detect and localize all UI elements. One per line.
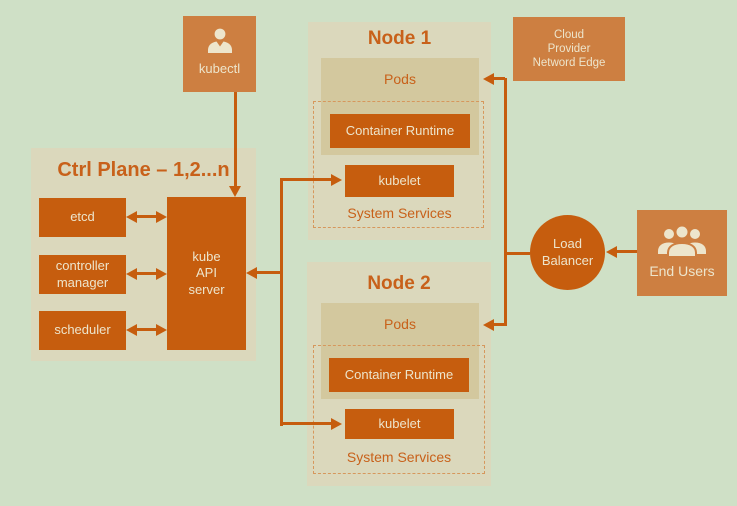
- node2-system-services-label: System Services: [346, 449, 452, 465]
- node1-pods-label: Pods: [384, 71, 416, 87]
- arrow-to-node1-kubelet-head: [331, 174, 342, 186]
- arrow-to-node1-pods-line: [493, 77, 505, 80]
- arrow-kubectl-to-api-head: [229, 186, 241, 197]
- arrow-scheduler-api-right-head: [156, 324, 167, 336]
- node1-kubelet-box: kubelet: [345, 165, 454, 197]
- arrow-to-node2-kubelet-line: [281, 422, 331, 425]
- node1-title: Node 1: [367, 28, 432, 49]
- node2-panel: Node 2 Pods Container Runtime kubelet Sy…: [307, 262, 491, 486]
- controller-manager-label: controller manager: [55, 258, 110, 290]
- node1-system-services-label: System Services: [347, 205, 452, 221]
- cloud-provider-line2: Provider: [547, 43, 591, 55]
- arrow-endusers-to-lb-head: [606, 246, 617, 258]
- node1-container-runtime-label: Container Runtime: [345, 122, 455, 138]
- load-balancer-trunk-connector-line: [505, 252, 530, 255]
- node2-container-runtime-box: Container Runtime: [329, 358, 469, 392]
- user-icon: [207, 28, 232, 53]
- kubectl-box: kubectl: [183, 16, 256, 92]
- scheduler-label: scheduler: [54, 322, 111, 338]
- arrow-trunk-to-api-line: [255, 271, 282, 274]
- end-users-box: End Users: [637, 210, 727, 296]
- arrow-cm-api-line: [135, 272, 158, 275]
- control-plane-title: Ctrl Plane – 1,2...n: [57, 159, 230, 181]
- scheduler-box: scheduler: [39, 311, 126, 350]
- node2-system-services-border: [313, 345, 485, 474]
- kube-api-server-box: kube API server: [167, 197, 246, 350]
- arrow-etcd-api-left-head: [126, 211, 137, 223]
- node2-pods-label: Pods: [384, 316, 416, 332]
- control-plane-panel: Ctrl Plane – 1,2...n etcd controller man…: [31, 148, 256, 361]
- arrow-to-node1-pods-head: [483, 73, 494, 85]
- cloud-provider-line1: Cloud: [553, 29, 585, 41]
- arrow-etcd-api-line: [135, 215, 158, 218]
- end-users-label: End Users: [649, 263, 715, 279]
- cloud-provider-box: Cloud Provider Netword Edge: [513, 17, 625, 81]
- arrow-cm-api-right-head: [156, 268, 167, 280]
- node1-kubelet-label: kubelet: [378, 172, 421, 188]
- node2-kubelet-label: kubelet: [378, 415, 421, 431]
- cloud-provider-line3: Netword Edge: [532, 57, 606, 69]
- arrow-to-node1-kubelet-line: [281, 178, 331, 181]
- arrow-to-node2-pods-line: [493, 323, 505, 326]
- arrow-to-node2-kubelet-head: [331, 418, 342, 430]
- etcd-label: etcd: [70, 209, 95, 225]
- arrow-scheduler-api-left-head: [126, 324, 137, 336]
- kubectl-label: kubectl: [198, 61, 241, 76]
- node1-panel: Node 1 Pods Container Runtime kubelet Sy…: [308, 22, 491, 240]
- node1-system-services-border: [313, 101, 484, 228]
- node1-container-runtime-box: Container Runtime: [330, 114, 470, 148]
- node2-kubelet-box: kubelet: [345, 409, 454, 439]
- arrow-trunk-to-api-head: [246, 267, 257, 279]
- arrow-cm-api-left-head: [126, 268, 137, 280]
- node2-container-runtime-label: Container Runtime: [344, 366, 454, 382]
- arrow-endusers-to-lb-line: [616, 250, 637, 253]
- arrow-kubectl-to-api-line: [234, 92, 237, 187]
- kubelet-trunk-line: [280, 178, 283, 426]
- arrow-to-node2-pods-head: [483, 319, 494, 331]
- controller-manager-box: controller manager: [39, 255, 126, 294]
- load-balancer-circle: Load Balancer: [530, 215, 605, 290]
- load-balancer-label: Load Balancer: [541, 235, 594, 268]
- arrow-etcd-api-right-head: [156, 211, 167, 223]
- users-group-icon: [658, 224, 706, 258]
- pods-trunk-line: [504, 78, 507, 326]
- arrow-scheduler-api-line: [135, 328, 158, 331]
- etcd-box: etcd: [39, 198, 126, 237]
- kube-api-server-label: kube API server: [188, 249, 225, 297]
- node2-title: Node 2: [367, 273, 431, 294]
